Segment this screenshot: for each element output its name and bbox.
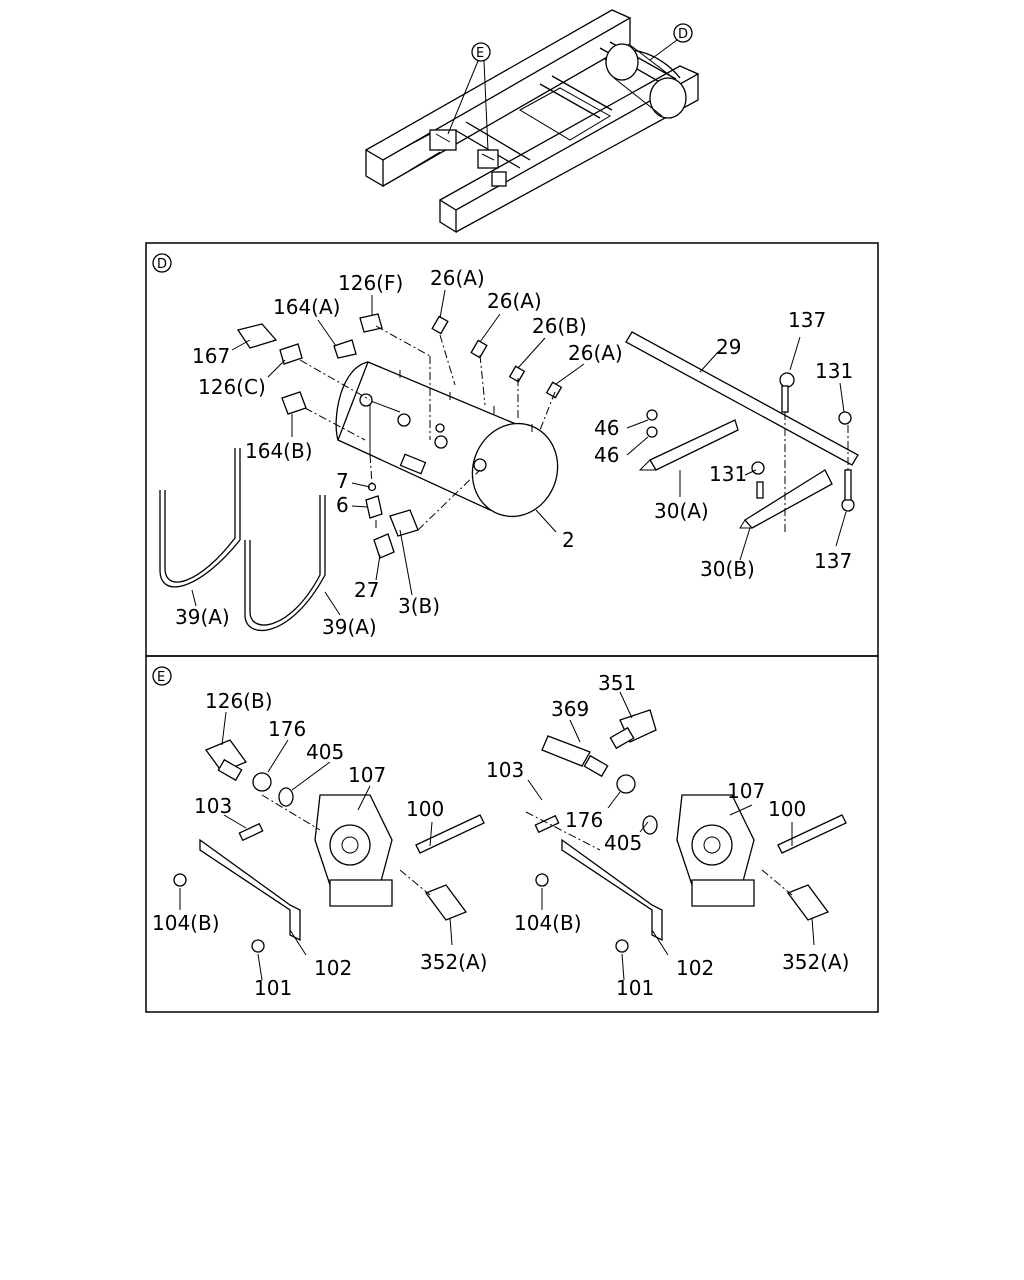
panel-e-labels-right: 351 369 103 176 405 107 100 104(B) 102 1…	[486, 671, 849, 1000]
label-103-right: 103	[486, 758, 524, 782]
chassis-overview	[364, 9, 700, 234]
label-101-right: 101	[616, 976, 654, 1000]
label-46-2: 46	[594, 443, 619, 467]
callout-e-marker: E	[447, 42, 491, 151]
label-352a-right: 352(A)	[782, 950, 849, 974]
panel-d-tag: D	[152, 253, 172, 273]
label-352a-left: 352(A)	[420, 950, 487, 974]
panel-e-labels-left: 126(B) 176 405 107 103 100 104(B) 102 10…	[152, 689, 487, 1000]
label-46-1: 46	[594, 416, 619, 440]
label-30b: 30(B)	[700, 557, 755, 581]
label-27: 27	[354, 578, 379, 602]
label-6: 6	[336, 493, 349, 517]
label-2: 2	[562, 528, 575, 552]
label-369: 369	[551, 697, 589, 721]
label-39a-1: 39(A)	[175, 605, 230, 629]
label-137-1: 137	[788, 308, 826, 332]
panel-e-leaders	[179, 691, 815, 981]
fittings-top	[236, 313, 563, 441]
svg-text:D: D	[678, 27, 688, 42]
label-126c: 126(C)	[198, 375, 266, 399]
label-100-left: 100	[406, 797, 444, 821]
label-26a-3: 26(A)	[568, 341, 623, 365]
label-100-right: 100	[768, 797, 806, 821]
label-30a: 30(A)	[654, 499, 709, 523]
mounting-bracket	[625, 331, 859, 535]
label-102-right: 102	[676, 956, 714, 980]
label-164a: 164(A)	[273, 295, 340, 319]
svg-text:E: E	[157, 670, 165, 685]
label-29: 29	[716, 335, 741, 359]
label-137-2: 137	[814, 549, 852, 573]
label-126f: 126(F)	[338, 271, 403, 295]
label-131-2: 131	[709, 462, 747, 486]
label-39a-2: 39(A)	[322, 615, 377, 639]
fittings-bottom	[365, 454, 481, 559]
valve-assembly-left	[173, 739, 485, 953]
u-bolts	[159, 448, 326, 631]
panel-d-leaders	[191, 289, 847, 616]
label-102-left: 102	[314, 956, 352, 980]
svg-text:D: D	[157, 257, 167, 272]
label-26a-1: 26(A)	[430, 266, 485, 290]
label-176-right: 176	[565, 808, 603, 832]
label-126b: 126(B)	[205, 689, 273, 713]
panel-e-tag: E	[152, 666, 172, 686]
label-176-left: 176	[268, 717, 306, 741]
valve-assembly-right	[525, 709, 847, 953]
panel-e-frame	[145, 655, 879, 1013]
label-131-1: 131	[815, 359, 853, 383]
label-351: 351	[598, 671, 636, 695]
label-101-left: 101	[254, 976, 292, 1000]
label-167: 167	[192, 344, 230, 368]
label-7: 7	[336, 469, 349, 493]
label-405-right: 405	[604, 831, 642, 855]
label-104b-left: 104(B)	[152, 911, 220, 935]
label-107-left: 107	[348, 763, 386, 787]
label-26a-2: 26(A)	[487, 289, 542, 313]
label-164b: 164(B)	[245, 439, 313, 463]
air-tank	[335, 361, 559, 518]
label-107-right: 107	[727, 779, 765, 803]
panel-d-labels: 126(F) 26(A) 26(A) 26(B) 26(A) 164(A) 16…	[175, 266, 853, 639]
callout-d-marker: D	[649, 23, 693, 61]
svg-text:E: E	[476, 46, 484, 61]
label-26b: 26(B)	[532, 314, 587, 338]
label-405-left: 405	[306, 740, 344, 764]
label-3b: 3(B)	[398, 594, 440, 618]
label-104b-right: 104(B)	[514, 911, 582, 935]
label-103-left: 103	[194, 794, 232, 818]
